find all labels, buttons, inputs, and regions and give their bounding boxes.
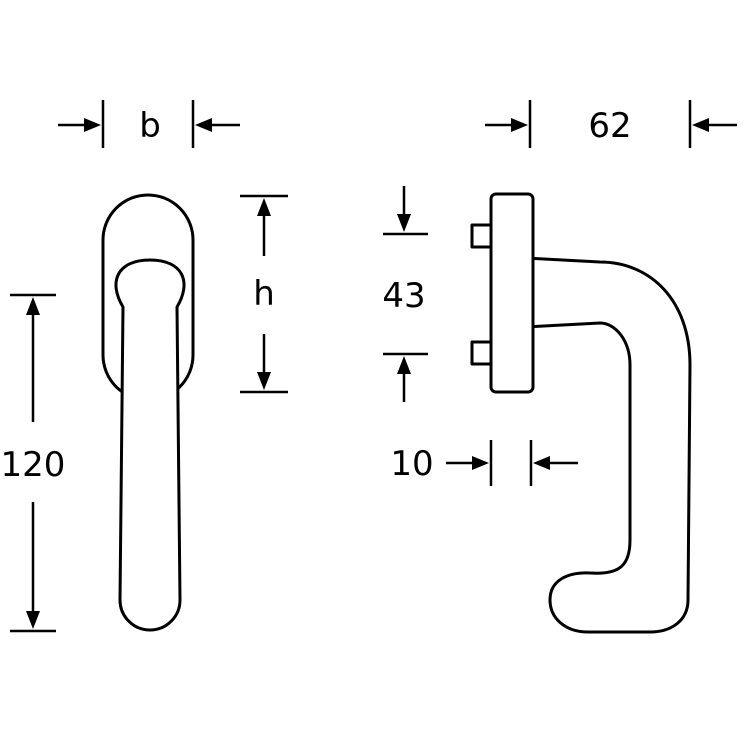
arrowhead-h-bottom <box>257 372 271 390</box>
label-h: h <box>253 274 275 314</box>
dimension-b: b <box>58 100 240 148</box>
arrowhead-43-bottom <box>397 356 411 374</box>
label-120: 120 <box>1 445 66 485</box>
side-stud-bottom <box>470 340 494 366</box>
side-rosette-outline <box>489 192 535 394</box>
arrowhead-10-right <box>533 456 550 470</box>
arrowhead-62-right <box>692 118 709 132</box>
arrowhead-120-top <box>26 297 40 315</box>
front-view <box>101 193 195 632</box>
dimension-h: h <box>240 194 288 394</box>
dimension-43: 43 <box>382 186 428 402</box>
label-62: 62 <box>588 106 631 146</box>
arrowhead-10-left <box>472 456 489 470</box>
arrowhead-62-left <box>511 118 528 132</box>
side-lever-outline <box>523 256 692 634</box>
arrowhead-43-top <box>397 214 411 232</box>
label-b: b <box>139 106 161 146</box>
front-lever-outline <box>114 258 186 632</box>
dimension-120: 120 <box>1 293 66 633</box>
label-43: 43 <box>382 276 425 316</box>
dimension-10: 10 <box>390 440 578 486</box>
side-stud-top <box>470 223 494 249</box>
dimension-62: 62 <box>485 100 737 148</box>
arrowhead-120-bottom <box>26 611 40 629</box>
arrowhead-h-top <box>257 198 271 216</box>
side-view <box>470 192 692 634</box>
arrowhead-b-left <box>84 118 101 132</box>
arrowhead-b-right <box>195 118 212 132</box>
label-10: 10 <box>390 444 433 484</box>
